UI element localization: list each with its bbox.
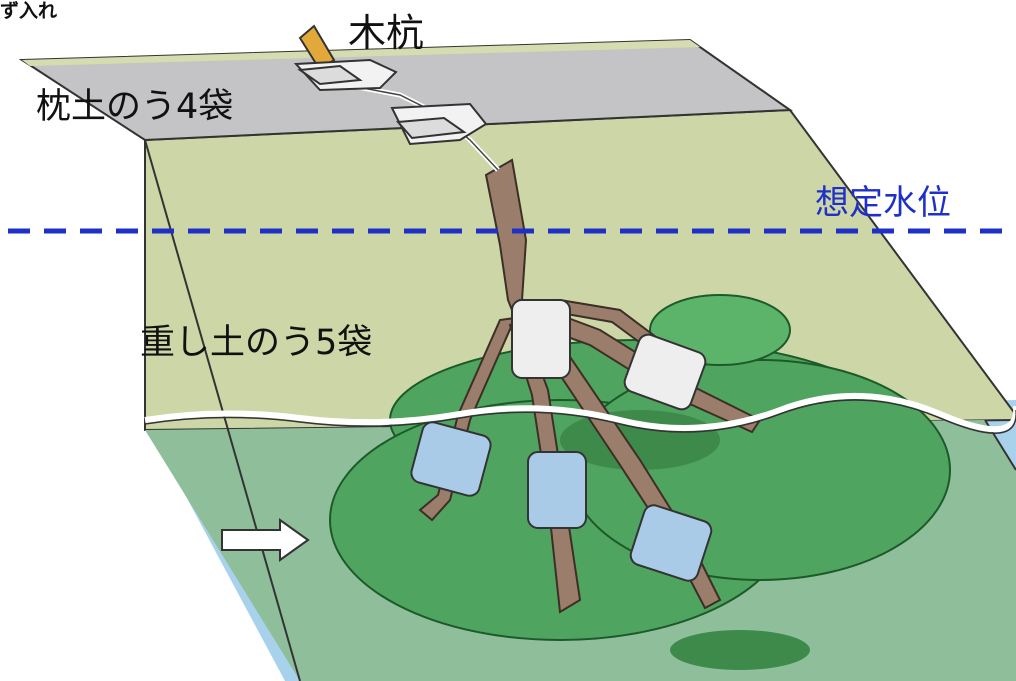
weight-bags-label: 重し土のう5袋 — [140, 323, 373, 363]
water-level-label: 想定水位 — [815, 183, 951, 223]
pillow-bags-label: 枕土のう4袋 — [36, 87, 234, 127]
water-surface-outline — [144, 399, 1016, 434]
flow-direction-arrow-icon — [221, 518, 310, 562]
water-surface — [144, 392, 1016, 433]
weight-sandbags-above-water — [511, 299, 707, 411]
wooden-stake-icon — [298, 24, 336, 72]
weight-sandbags-below-water — [410, 421, 713, 582]
corner-title: ず入れ — [0, 0, 58, 22]
stake-label: 木杭 — [348, 11, 425, 55]
pillow-sandbags — [293, 58, 488, 146]
crest-edge — [22, 40, 700, 66]
